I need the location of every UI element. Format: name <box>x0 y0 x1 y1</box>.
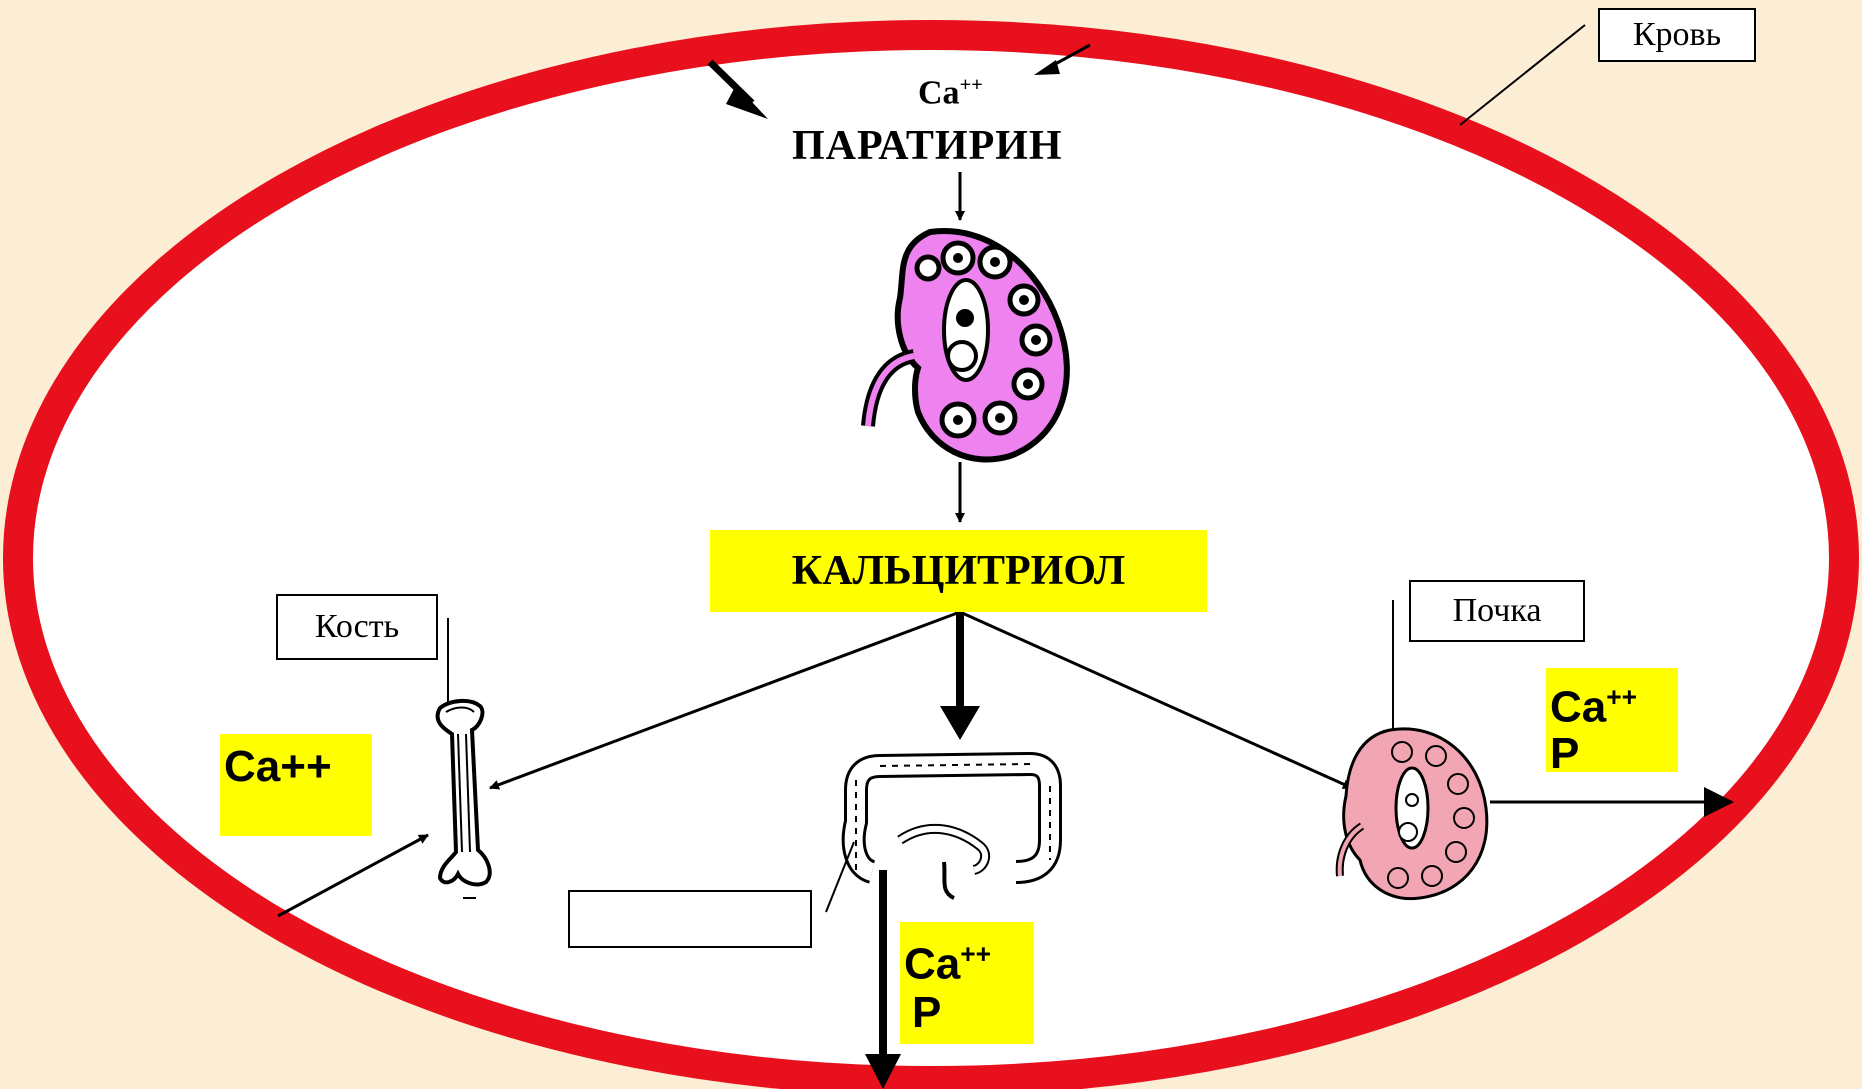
unlabeled-organ-box <box>568 890 812 948</box>
blood-label-leader <box>1460 25 1585 125</box>
calcitriol-label: КАЛЬЦИТРИОЛ <box>710 530 1207 612</box>
kidney-label: Почка <box>1409 580 1585 642</box>
intestine-calcium-phosphorus-box: Ca++ P <box>900 922 1034 1044</box>
bone-label: Кость <box>276 594 438 660</box>
bone-calcium-box: Ca++ <box>220 734 372 836</box>
calcium-top-label: Ca++ <box>918 74 983 112</box>
parathyrin-label: ПАРАТИРИН <box>792 122 1063 170</box>
kidney-calcium-phosphorus-box: Ca++ P <box>1546 668 1678 772</box>
blood-label: Кровь <box>1598 8 1756 62</box>
